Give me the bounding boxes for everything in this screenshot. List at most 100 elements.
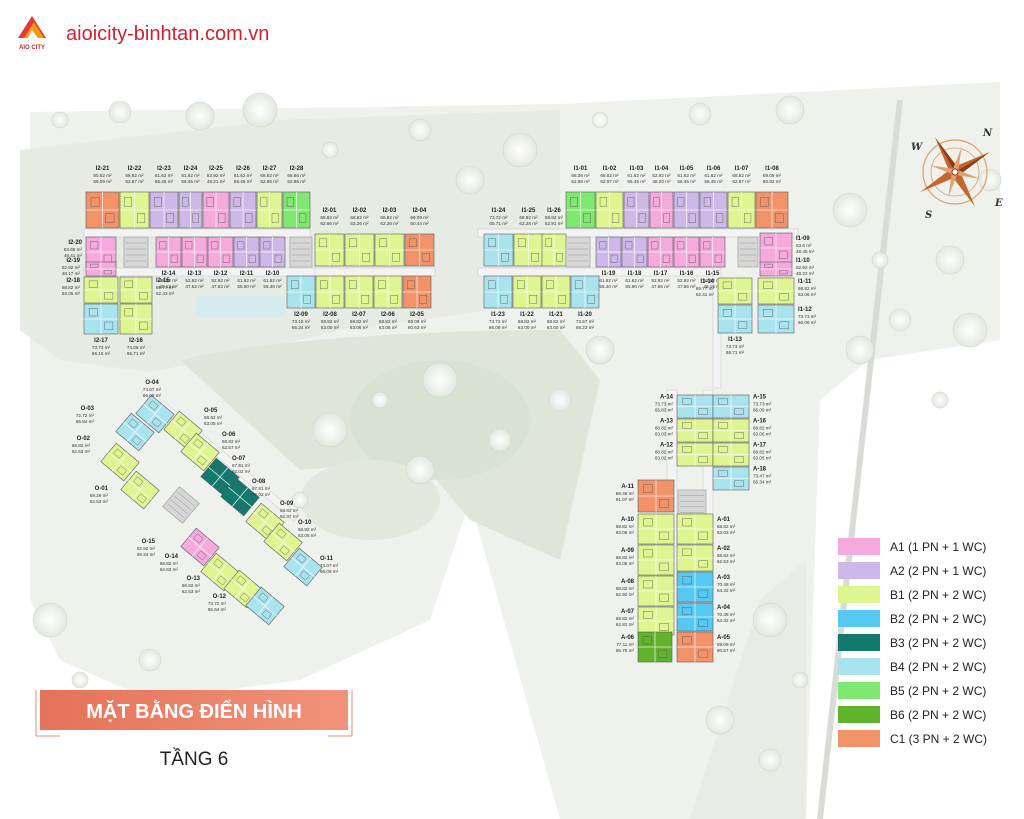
unit-area-gross: 68.82 m² [62,285,81,290]
unit-label: O-08 [252,479,266,485]
corridor [314,267,436,277]
unit-label: A-10 [621,517,635,523]
legend-item-c1: C1 (3 PN + 2 WC) [838,730,987,747]
compass-south: S [925,210,932,221]
legend-label: B2 (2 PN + 2 WC) [890,612,986,626]
unit-area-gross: 69.77 m² [156,285,175,290]
unit-area-gross: 61.62 m² [625,278,644,283]
unit-area-gross: 67.81 m² [252,486,271,491]
tree-icon [71,671,89,689]
unit-area-gross: 88.46 m² [616,491,635,496]
unit-area-net: 62.66 m² [320,221,339,226]
compass-east: E [994,198,1003,209]
unit-area-gross: 68.82 m² [547,319,566,324]
site-url[interactable]: aioicity-binhtan.com.vn [66,23,269,45]
unit-area-net: 66.09 m² [143,393,162,398]
unit-label: O-11 [320,556,334,562]
unit-area-net: 56.45 m² [234,179,253,184]
